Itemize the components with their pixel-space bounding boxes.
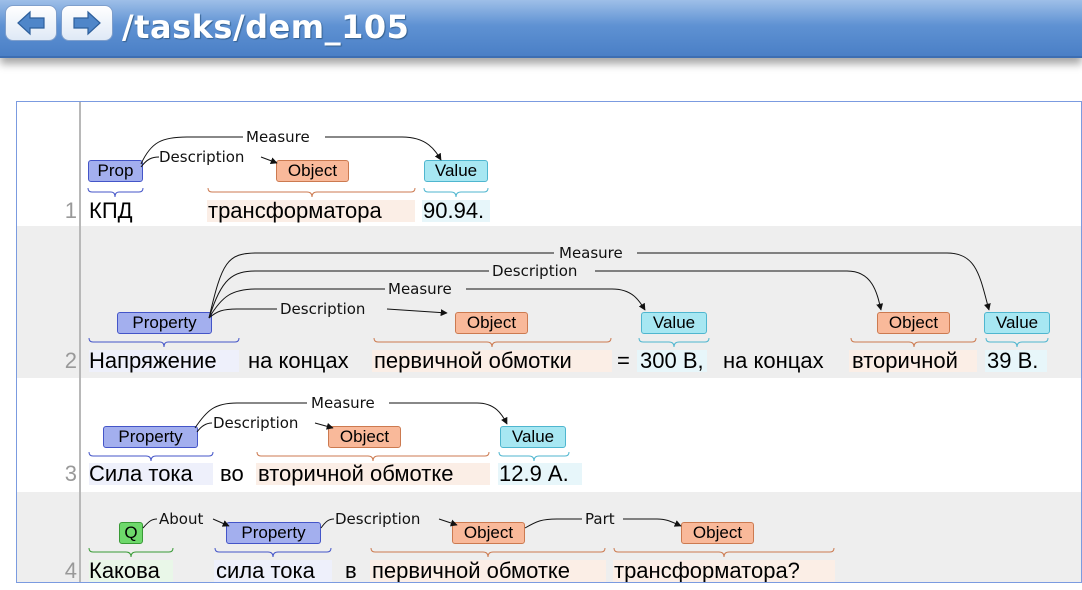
entity-label-property[interactable]: Property	[226, 522, 321, 544]
span-highlight	[214, 560, 332, 582]
token[interactable]: на концах	[248, 348, 349, 373]
arc-label[interactable]: Part	[585, 510, 615, 528]
back-button[interactable]	[5, 5, 57, 41]
span-bracket	[88, 337, 240, 348]
span-highlight	[89, 560, 173, 582]
span-bracket	[370, 547, 606, 558]
entity-label-value[interactable]: Value	[500, 426, 566, 448]
span-bracket	[88, 451, 214, 462]
arrow-right-icon	[73, 10, 101, 36]
span-highlight	[498, 463, 582, 485]
span-bracket	[207, 187, 416, 198]
token[interactable]: 39 В.	[987, 348, 1039, 373]
token[interactable]: вторичной обмотке	[258, 461, 454, 486]
annotation-view: 1 КПД трансформатора 90.94. Prop Object …	[16, 101, 1082, 583]
relation-arc	[208, 270, 881, 319]
arc-label[interactable]: Description	[159, 148, 244, 166]
entity-label-object[interactable]: Object	[455, 312, 528, 334]
relation-arc	[208, 288, 645, 319]
line-number: 4	[64, 558, 77, 583]
arc-label[interactable]: Description	[280, 300, 365, 318]
token[interactable]: во	[220, 461, 244, 486]
span-highlight	[207, 200, 415, 222]
forward-button[interactable]	[61, 5, 113, 41]
span-highlight	[637, 350, 707, 372]
relation-arc	[208, 252, 989, 319]
relation-arc	[194, 402, 507, 428]
gutter-divider	[79, 102, 81, 582]
line-number: 3	[64, 461, 77, 486]
entity-label-object[interactable]: Object	[452, 522, 525, 544]
window-header: /tasks/dem_105	[0, 0, 1082, 58]
relation-arcs: Measure Description Measure Description …	[87, 128, 1049, 558]
span-bracket	[88, 547, 174, 558]
span-bracket	[423, 187, 489, 198]
token[interactable]: трансформатора	[208, 198, 382, 223]
entity-label-value[interactable]: Value	[641, 312, 707, 334]
span-highlight	[370, 560, 606, 582]
relation-arc	[142, 518, 229, 528]
span-highlight	[849, 350, 977, 372]
span-bracket	[850, 337, 977, 348]
entity-label-q[interactable]: Q	[119, 522, 143, 544]
token[interactable]: на концах	[723, 348, 824, 373]
span-bracket	[638, 337, 710, 348]
span-bracket	[498, 451, 570, 462]
relation-arc	[320, 519, 457, 528]
relation-arc	[524, 518, 681, 528]
relation-arc	[196, 423, 333, 432]
token[interactable]: КПД	[89, 198, 133, 223]
entity-label-object[interactable]: Object	[877, 312, 950, 334]
token[interactable]: трансформатора?	[614, 558, 800, 583]
span-bracket	[985, 337, 1049, 348]
span-highlight	[89, 463, 213, 485]
span-highlight	[613, 560, 835, 582]
arrow-left-icon	[17, 10, 45, 36]
arc-label[interactable]: Measure	[246, 128, 310, 146]
sentence-row	[17, 102, 1081, 226]
line-number: 2	[64, 348, 77, 373]
arc-label[interactable]: Description	[492, 262, 577, 280]
span-bracket	[613, 547, 835, 558]
line-number: 1	[64, 198, 77, 223]
arc-label[interactable]: Measure	[311, 394, 375, 412]
span-highlight	[256, 463, 490, 485]
arc-label[interactable]: Description	[335, 510, 420, 528]
arc-label[interactable]: About	[159, 510, 203, 528]
entity-label-object[interactable]: Object	[276, 160, 349, 182]
token[interactable]: первичной обмотки	[374, 348, 572, 373]
token[interactable]: Напряжение	[89, 348, 217, 373]
token[interactable]: =	[617, 348, 630, 373]
token[interactable]: вторичной	[852, 348, 958, 373]
entity-label-value[interactable]: Value	[984, 312, 1050, 334]
span-bracket	[87, 187, 144, 198]
document-title: /tasks/dem_105	[122, 8, 410, 46]
relation-arc	[208, 309, 447, 318]
token[interactable]: 300 В,	[640, 348, 704, 373]
entity-label-property[interactable]: Property	[117, 312, 212, 334]
token[interactable]: Сила тока	[89, 461, 193, 486]
arc-label[interactable]: Description	[213, 414, 298, 432]
entity-label-object[interactable]: Object	[681, 522, 754, 544]
span-highlight	[985, 350, 1047, 372]
relation-arc	[140, 136, 441, 164]
entity-label-prop[interactable]: Prop	[88, 160, 143, 182]
token[interactable]: Какова	[89, 558, 160, 583]
token[interactable]: 12.9 А.	[499, 461, 569, 486]
span-highlight	[372, 350, 612, 372]
token[interactable]: первичной обмотке	[372, 558, 571, 583]
entity-label-property[interactable]: Property	[103, 426, 198, 448]
span-highlight	[89, 350, 239, 372]
token[interactable]: сила тока	[216, 558, 315, 583]
span-bracket	[373, 337, 612, 348]
token[interactable]: 90.94.	[423, 198, 485, 223]
relation-arc	[140, 157, 277, 167]
arc-label[interactable]: Measure	[559, 244, 623, 262]
span-highlight	[422, 200, 490, 222]
token[interactable]: в	[345, 558, 357, 583]
span-bracket	[214, 547, 332, 558]
span-bracket	[256, 451, 490, 462]
entity-label-object[interactable]: Object	[328, 426, 401, 448]
arc-label[interactable]: Measure	[388, 280, 452, 298]
